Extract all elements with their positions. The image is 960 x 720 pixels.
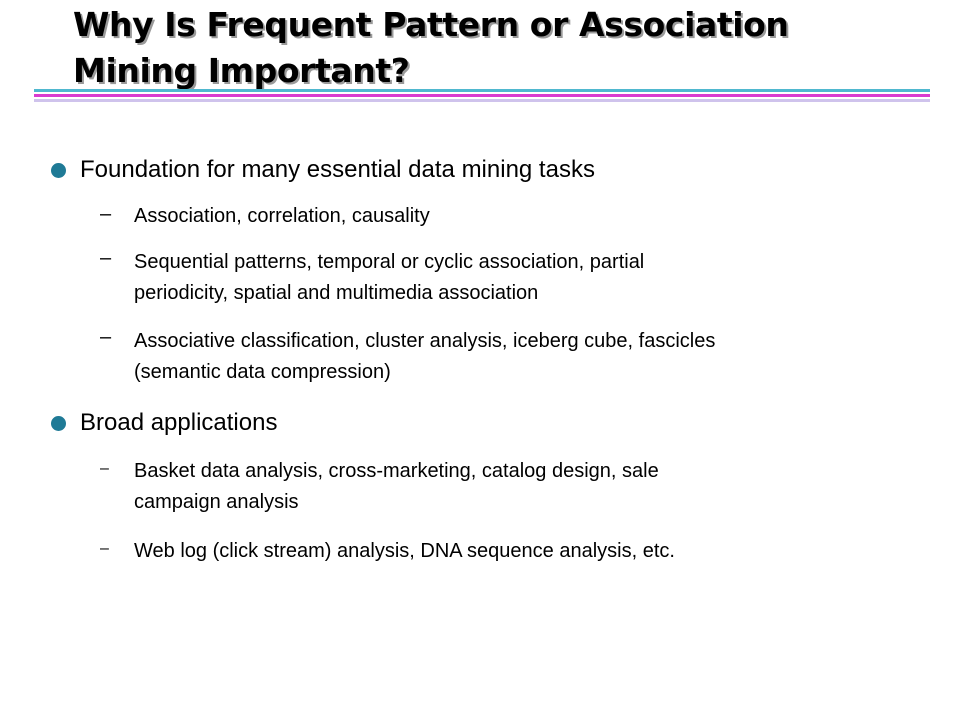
dash-icon: – [100, 326, 112, 348]
sub-bullet-text: Associative classification, cluster anal… [134, 326, 944, 388]
sub-bullet-text: Sequential patterns, temporal or cyclic … [134, 247, 944, 309]
dash-icon: – [100, 540, 109, 557]
bullet-dot-icon [51, 416, 66, 431]
stripe-middle [34, 94, 930, 97]
bullet-dot-icon [51, 163, 66, 178]
title-line-1: Why Is Frequent Pattern or Association [73, 5, 789, 44]
sub-bullet-text: Basket data analysis, cross-marketing, c… [134, 456, 944, 518]
stripe-bottom [34, 99, 930, 102]
bullet-text: Broad applications [80, 409, 278, 436]
sub-bullet-line-1: Sequential patterns, temporal or cyclic … [134, 251, 645, 273]
title-underline-stripes [34, 89, 930, 104]
stripe-top [34, 89, 930, 92]
title-line-2: Mining Important? [73, 51, 410, 90]
title-text: Why Is Frequent Pattern or Association M… [73, 2, 933, 94]
sub-bullet-line-2: campaign analysis [134, 491, 299, 513]
bullet-text: Foundation for many essential data minin… [80, 156, 595, 183]
dash-icon: – [100, 203, 112, 225]
sub-bullet-text: Association, correlation, causality [134, 205, 430, 227]
sub-bullet-line-2: periodicity, spatial and multimedia asso… [134, 282, 539, 304]
sub-bullet-text: Web log (click stream) analysis, DNA seq… [134, 540, 675, 562]
sub-bullet-line-1: Basket data analysis, cross-marketing, c… [134, 460, 659, 482]
dash-icon: – [100, 247, 112, 269]
dash-icon: – [100, 460, 109, 477]
sub-bullet-line-1: Associative classification, cluster anal… [134, 330, 716, 352]
sub-bullet-line-2: (semantic data compression) [134, 361, 391, 383]
